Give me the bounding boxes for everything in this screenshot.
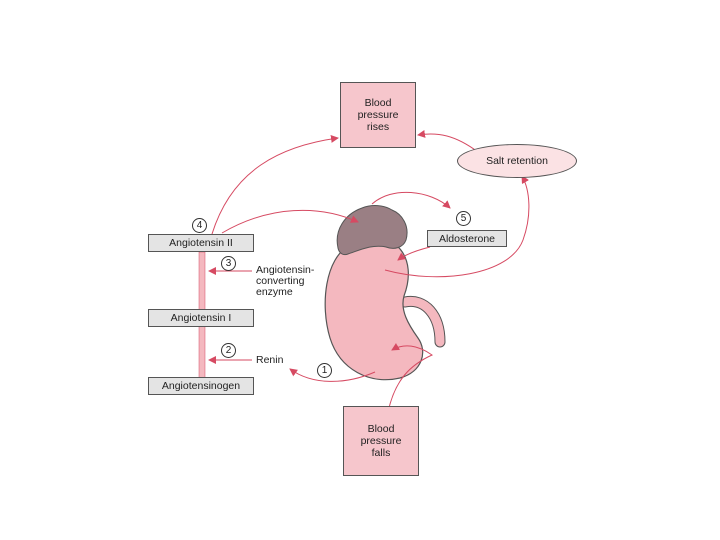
salt-retention-label: Salt retention bbox=[486, 155, 548, 167]
step-1-marker: 1 bbox=[317, 363, 332, 378]
arrow-kidney-renin-release bbox=[289, 368, 376, 382]
arrow-adrenal-to-aldosterone bbox=[371, 191, 451, 209]
aldosterone-box: Aldosterone bbox=[427, 230, 507, 247]
step-2-marker: 2 bbox=[221, 343, 236, 358]
step-4-marker: 4 bbox=[192, 218, 207, 233]
angiotensin-ii-box: Angiotensin II bbox=[148, 234, 254, 252]
ace-label: Angiotensin- converting enzyme bbox=[256, 265, 314, 298]
step-5-marker: 5 bbox=[456, 211, 471, 226]
aldosterone-label: Aldosterone bbox=[438, 232, 496, 245]
arrow-angiotensin-ii-to-adrenal bbox=[221, 209, 359, 234]
arrow-aldosterone-to-kidney bbox=[397, 246, 431, 261]
ace-label-line-1: Angiotensin- bbox=[256, 264, 315, 276]
angiotensinogen-label: Angiotensinogen bbox=[161, 380, 241, 392]
bp-rises-box: Blood pressure rises bbox=[340, 82, 416, 148]
angiotensin-ii-label: Angiotensin II bbox=[169, 237, 233, 249]
kidney bbox=[324, 236, 424, 381]
angiotensin-i-label: Angiotensin I bbox=[170, 312, 232, 324]
arrow-angiotensin-ii-to-bp-rises bbox=[211, 134, 339, 235]
bp-falls-box: Blood pressure falls bbox=[343, 406, 419, 476]
ace-label-line-2: converting bbox=[256, 275, 305, 287]
ace-label-line-3: enzyme bbox=[256, 286, 293, 298]
salt-retention-ellipse: Salt retention bbox=[457, 144, 577, 178]
arrow-salt-to-bp-rises bbox=[417, 130, 479, 153]
angiotensin-i-box: Angiotensin I bbox=[148, 309, 254, 327]
step-3-marker: 3 bbox=[221, 256, 236, 271]
arrow-bp-falls-to-kidney bbox=[387, 343, 433, 413]
angiotensinogen-box: Angiotensinogen bbox=[148, 377, 254, 395]
arrow-kidney-to-salt-retention bbox=[384, 175, 530, 278]
renin-label: Renin bbox=[256, 354, 284, 366]
